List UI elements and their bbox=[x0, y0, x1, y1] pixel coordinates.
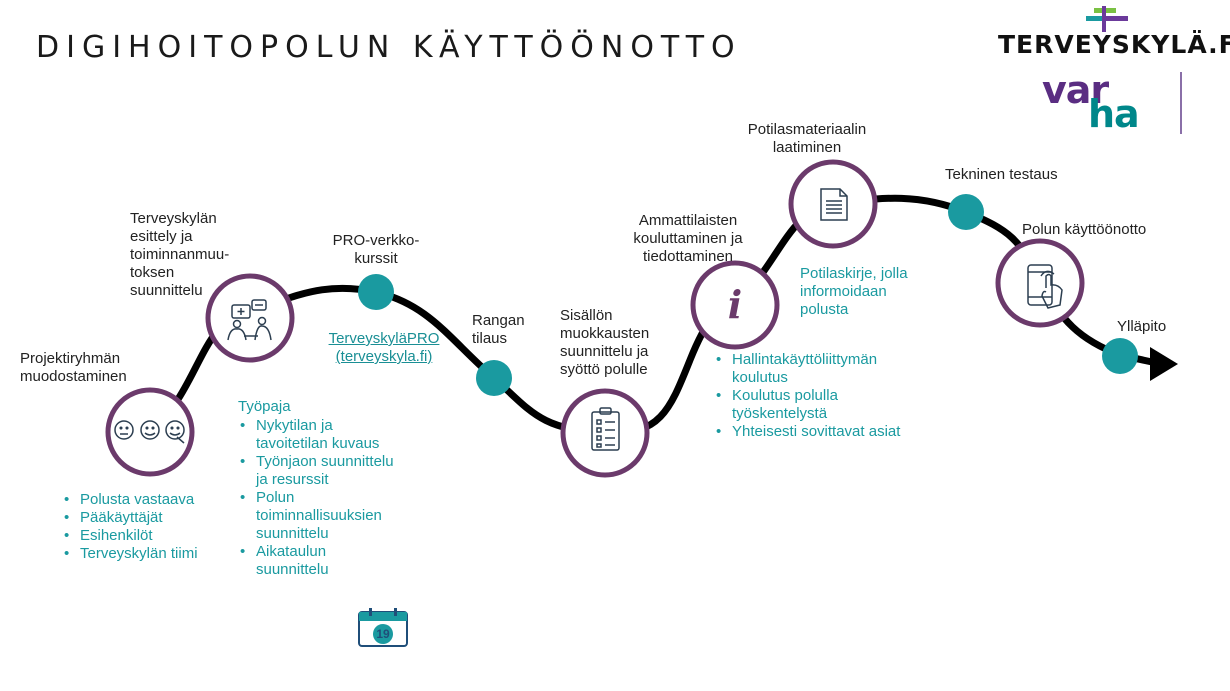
pro-link-line2[interactable]: (terveyskyla.fi) bbox=[335, 348, 433, 365]
label-sisallon: Sisällön muokkausten suunnittelu ja syöt… bbox=[560, 307, 650, 378]
list-item: Polusta vastaava bbox=[62, 491, 232, 509]
list-item: Yhteisesti sovittavat asiat bbox=[714, 423, 914, 441]
workshop-heading: Työpaja bbox=[238, 398, 291, 415]
node-kayttoonotto bbox=[995, 238, 1085, 328]
training-list: Hallintakäyttöliittymän koulutus Koulutu… bbox=[714, 351, 914, 441]
varha-logo: var ha bbox=[1034, 68, 1182, 136]
pro-link[interactable]: TerveyskyläPRO (terveyskyla.fi) bbox=[324, 330, 444, 366]
smiley-faces-icon bbox=[114, 420, 185, 444]
list-item: Hallintakäyttöliittymän koulutus bbox=[714, 351, 914, 387]
list-item: Nykytilan ja tavoitetilan kuvaus bbox=[238, 417, 398, 453]
label-potilasmateriaali: Potilasmateriaalin laatiminen bbox=[747, 121, 867, 156]
list-item: Koulutus polulla työskentelystä bbox=[714, 387, 914, 423]
checklist-icon bbox=[591, 407, 620, 451]
label-ammattilaisten: Ammattilaisten kouluttaminen ja tiedotta… bbox=[633, 212, 743, 265]
label-projektiryhma: Projektiryhmän muodostaminen bbox=[20, 350, 127, 385]
label-rangan: Rangan tilaus bbox=[472, 312, 525, 347]
list-item: Polun toiminnallisuuksien suunnittelu bbox=[238, 489, 398, 543]
terveyskyla-logo-text: TERVEYSKYLÄ.FI bbox=[998, 30, 1230, 59]
list-item: Terveyskylän tiimi bbox=[62, 545, 232, 563]
label-esittely: Terveyskylän esittely ja toiminnanmuu-to… bbox=[130, 210, 230, 299]
node-projektiryhma bbox=[105, 387, 195, 477]
milestone-dot-pro bbox=[358, 274, 394, 310]
page-title: DIGIHOITOPOLUN KÄYTTÖÖNOTTO bbox=[36, 30, 742, 65]
varha-logo-top: var bbox=[1042, 68, 1109, 112]
calendar-icon bbox=[358, 608, 408, 647]
meeting-icon bbox=[227, 299, 272, 341]
list-item: Pääkäyttäjät bbox=[62, 509, 232, 527]
label-tekninen: Tekninen testaus bbox=[945, 166, 1058, 183]
pro-link-line1[interactable]: TerveyskyläPRO bbox=[328, 330, 440, 347]
node-sisallon bbox=[560, 388, 650, 478]
patient-letter-text: Potilaskirje, jolla informoidaan polusta bbox=[800, 265, 908, 318]
workshop-list: Nykytilan ja tavoitetilan kuvaus Työnjao… bbox=[238, 417, 398, 579]
list-item: Aikataulun suunnittelu bbox=[238, 543, 398, 579]
label-pro: PRO-verkko-kurssit bbox=[332, 232, 420, 267]
calendar-day: 19 bbox=[376, 627, 390, 641]
terveyskyla-logo-mark bbox=[1086, 6, 1128, 32]
milestone-dot-tekninen bbox=[948, 194, 984, 230]
milestone-dot-rangan bbox=[476, 360, 512, 396]
list-item: Esihenkilöt bbox=[62, 527, 232, 545]
label-kayttoonotto: Polun käyttöönotto bbox=[1022, 221, 1147, 238]
phone-touch-icon bbox=[1027, 264, 1063, 309]
svg-text:i: i bbox=[728, 282, 742, 327]
document-icon bbox=[820, 188, 848, 221]
label-yllapito: Ylläpito bbox=[1117, 318, 1167, 335]
node-potilasmateriaali bbox=[788, 159, 878, 249]
node-ammattilaisten bbox=[690, 260, 780, 350]
list-item: Työnjaon suunnittelu ja resurssit bbox=[238, 453, 398, 489]
milestone-dot-yllapito bbox=[1102, 338, 1138, 374]
path-arrow-head bbox=[1150, 347, 1178, 381]
project-team-list: Polusta vastaava Pääkäyttäjät Esihenkilö… bbox=[62, 491, 232, 563]
info-icon: i bbox=[728, 282, 742, 327]
varha-logo-bottom: ha bbox=[1088, 92, 1140, 136]
